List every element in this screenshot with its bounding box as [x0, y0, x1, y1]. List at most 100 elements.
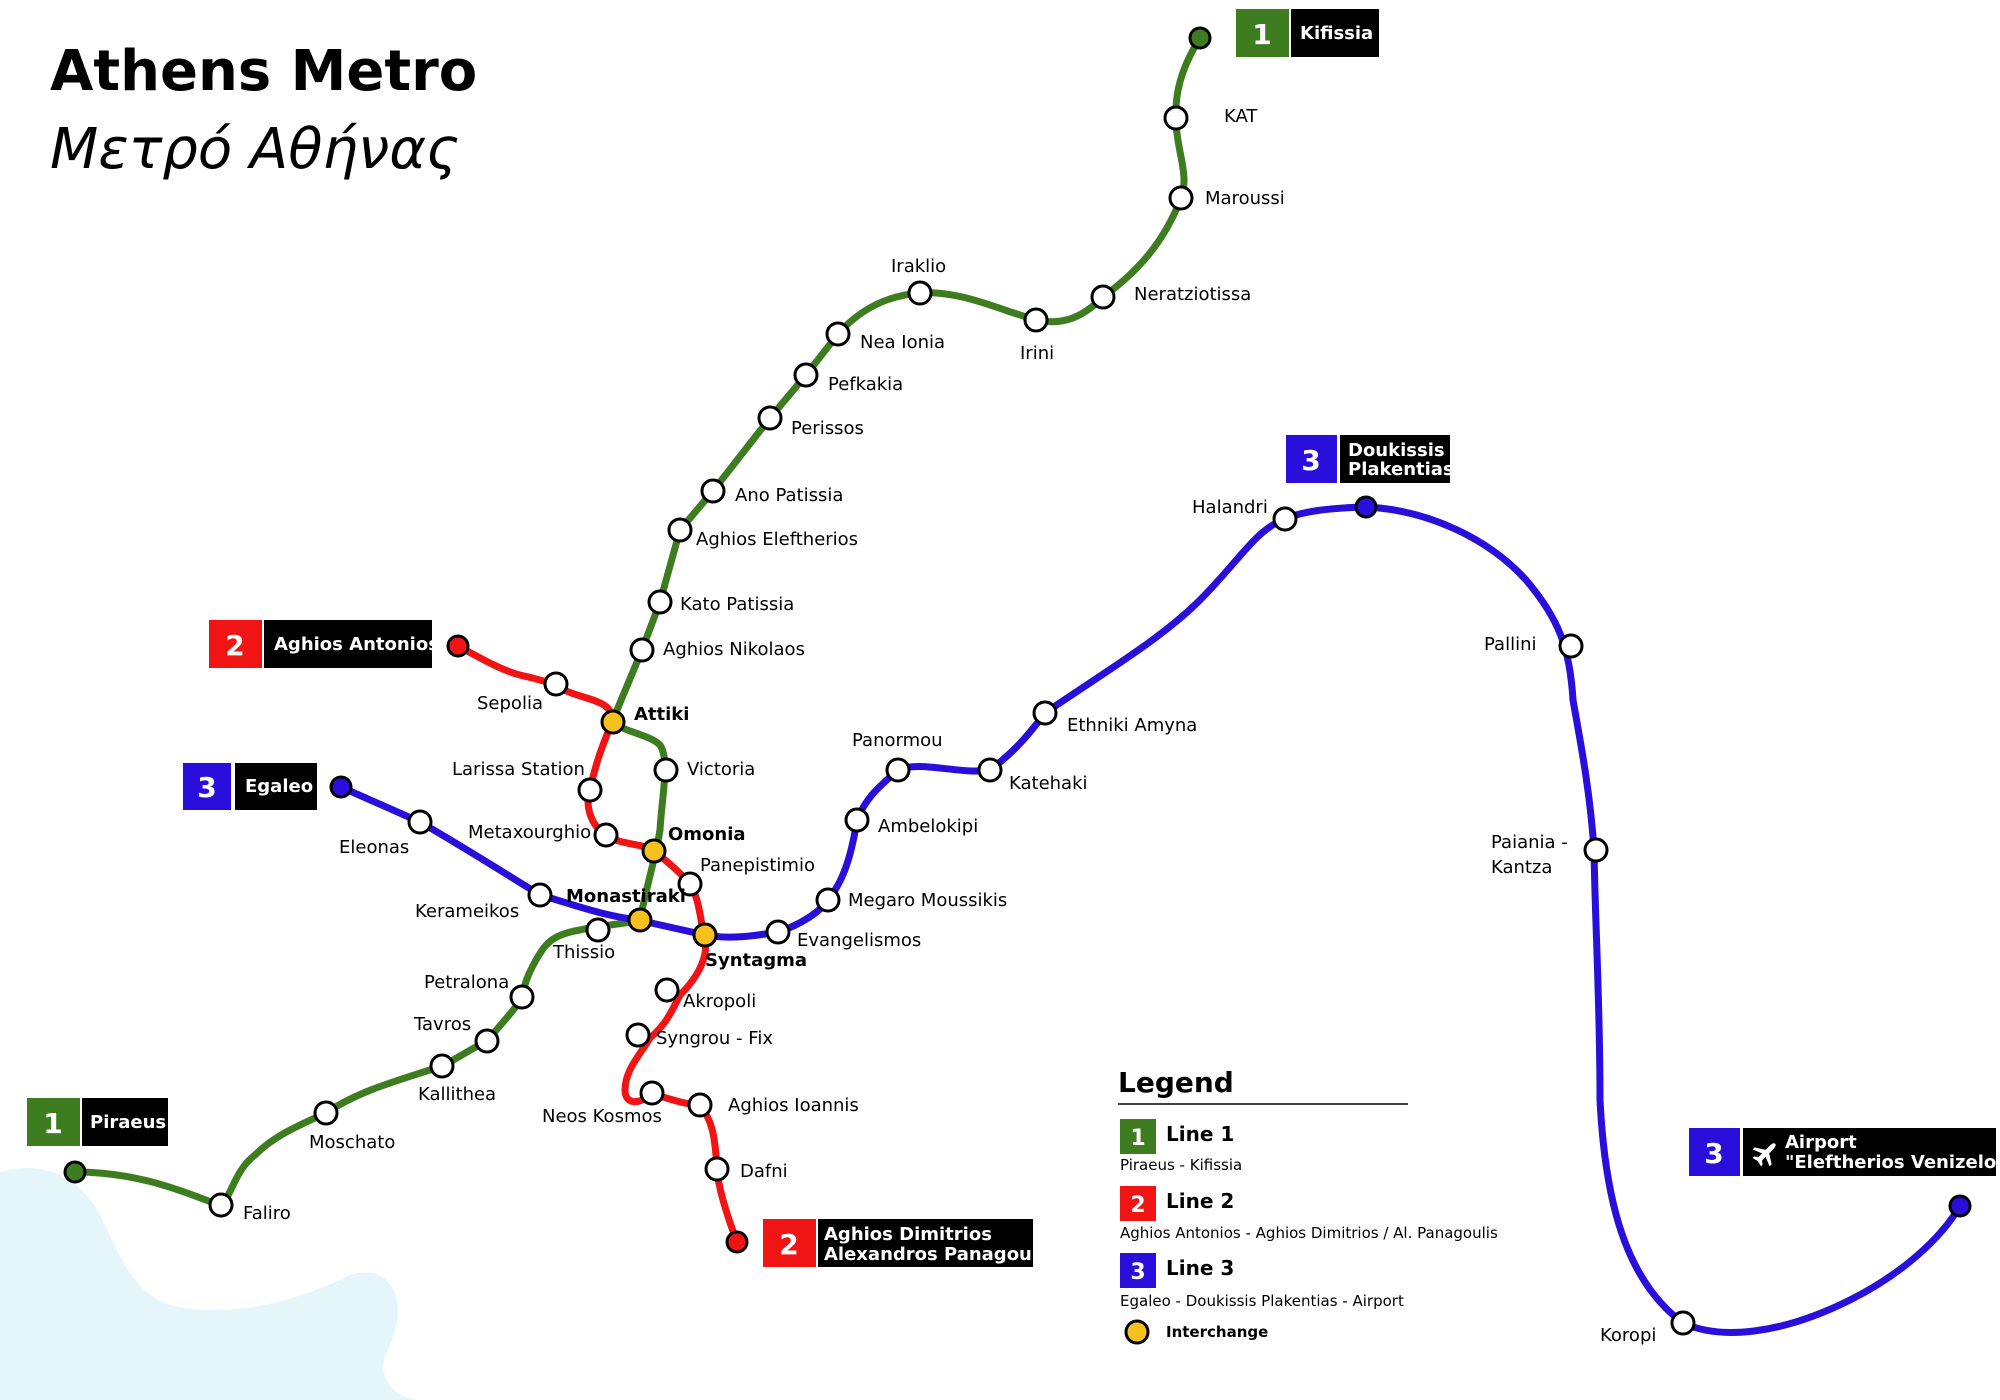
- label-victoria: Victoria: [687, 759, 755, 780]
- station-aghios-ioannis[interactable]: [687, 1092, 713, 1118]
- label-neos-kosmos: Neos Kosmos: [542, 1106, 662, 1127]
- station-koropi[interactable]: [1670, 1310, 1696, 1336]
- station-larissa[interactable]: [577, 777, 603, 803]
- station-megaro-moussikis[interactable]: [815, 887, 841, 913]
- svg-text:Egaleo: Egaleo: [245, 776, 313, 797]
- label-faliro: Faliro: [243, 1203, 291, 1224]
- svg-text:Aghios Antonios - Aghios Dimit: Aghios Antonios - Aghios Dimitrios / Al.…: [1120, 1224, 1498, 1242]
- station-katehaki[interactable]: [977, 757, 1003, 783]
- station-kato-patissia[interactable]: [647, 589, 673, 615]
- station-victoria[interactable]: [653, 757, 679, 783]
- station-tavros[interactable]: [474, 1028, 500, 1054]
- label-attiki: Attiki: [634, 704, 689, 725]
- terminus-aghios-antonios: 2 Aghios Antonios: [209, 620, 439, 668]
- interchange-syntagma[interactable]: [692, 922, 718, 948]
- label-syntagma: Syntagma: [705, 950, 807, 971]
- station-moschato[interactable]: [313, 1100, 339, 1126]
- label-ano-patissia: Ano Patissia: [735, 485, 843, 506]
- label-sepolia: Sepolia: [477, 693, 543, 714]
- station-pefkakia[interactable]: [793, 362, 819, 388]
- svg-text:Egaleo - Doukissis Plakentias: Egaleo - Doukissis Plakentias - Airport: [1120, 1292, 1404, 1310]
- interchanges: [600, 709, 718, 948]
- station-piraeus[interactable]: [63, 1160, 87, 1184]
- label-halandri: Halandri: [1192, 497, 1268, 518]
- svg-text:Aghios Antonios: Aghios Antonios: [274, 634, 439, 655]
- station-neos-kosmos[interactable]: [639, 1080, 665, 1106]
- svg-text:2: 2: [225, 629, 244, 662]
- station-eleonas[interactable]: [407, 809, 433, 835]
- station-maroussi[interactable]: [1168, 185, 1194, 211]
- label-iraklio: Iraklio: [891, 256, 946, 277]
- station-iraklio[interactable]: [907, 280, 933, 306]
- svg-text:3: 3: [197, 771, 216, 804]
- station-akropoli[interactable]: [654, 977, 680, 1003]
- station-airport[interactable]: [1948, 1194, 1972, 1218]
- svg-text:Line 1: Line 1: [1166, 1122, 1234, 1146]
- station-sepolia[interactable]: [543, 671, 569, 697]
- station-kerameikos[interactable]: [527, 882, 553, 908]
- label-pefkakia: Pefkakia: [828, 374, 903, 395]
- station-pallini[interactable]: [1558, 633, 1584, 659]
- svg-text:Interchange: Interchange: [1166, 1323, 1268, 1341]
- station-halandri[interactable]: [1272, 506, 1298, 532]
- station-evangelismos[interactable]: [765, 919, 791, 945]
- station-kallithea[interactable]: [429, 1053, 455, 1079]
- svg-text:1: 1: [43, 1107, 62, 1140]
- legend-item-line-2: 2 Line 2 Aghios Antonios - Aghios Dimitr…: [1120, 1186, 1498, 1242]
- label-moschato: Moschato: [309, 1132, 395, 1153]
- svg-text:Plakentias: Plakentias: [1348, 459, 1454, 480]
- station-irini[interactable]: [1023, 307, 1049, 333]
- line-2-stations: [446, 634, 749, 1254]
- station-ambelokipi[interactable]: [844, 807, 870, 833]
- label-larissa: Larissa Station: [452, 759, 585, 780]
- station-syngrou-fix[interactable]: [625, 1022, 651, 1048]
- legend: Legend 1 Line 1 Piraeus - Kifissia 2 Lin…: [1118, 1066, 1498, 1345]
- interchange-omonia[interactable]: [641, 838, 667, 864]
- svg-text:Piraeus: Piraeus: [90, 1112, 166, 1133]
- station-nea-ionia[interactable]: [825, 321, 851, 347]
- legend-item-line-1: 1 Line 1 Piraeus - Kifissia: [1120, 1119, 1242, 1174]
- label-tavros: Tavros: [413, 1014, 471, 1035]
- station-panormou[interactable]: [885, 757, 911, 783]
- label-panormou: Panormou: [852, 730, 943, 751]
- station-thissio[interactable]: [585, 917, 611, 943]
- station-metaxourghio[interactable]: [593, 822, 619, 848]
- label-monastiraki: Monastiraki: [566, 886, 686, 907]
- station-aghios-nikolaos[interactable]: [629, 637, 655, 663]
- station-neratziotissa[interactable]: [1090, 284, 1116, 310]
- station-doukissis[interactable]: [1354, 495, 1378, 519]
- label-kat: KAT: [1224, 106, 1258, 127]
- station-egaleo[interactable]: [329, 775, 353, 799]
- legend-heading: Legend: [1118, 1066, 1234, 1099]
- label-thissio: Thissio: [552, 942, 615, 963]
- station-aghios-dimitrios[interactable]: [725, 1230, 749, 1254]
- label-aghios-nikolaos: Aghios Nikolaos: [663, 639, 805, 660]
- airplane-icon: [1752, 1143, 1776, 1167]
- label-syngrou-fix: Syngrou - Fix: [656, 1028, 773, 1049]
- station-kat[interactable]: [1163, 105, 1189, 131]
- station-dafni[interactable]: [704, 1156, 730, 1182]
- sea-area: [0, 1167, 420, 1400]
- station-petralona[interactable]: [509, 984, 535, 1010]
- label-aghios-eleftherios: Aghios Eleftherios: [696, 529, 858, 550]
- station-paiania-kantza[interactable]: [1583, 837, 1609, 863]
- station-ethniki-amyna[interactable]: [1032, 700, 1058, 726]
- label-kerameikos: Kerameikos: [415, 901, 519, 922]
- svg-text:Alexandros Panagoulis: Alexandros Panagoulis: [824, 1244, 1055, 1265]
- station-panepistimio[interactable]: [677, 871, 703, 897]
- interchange-attiki[interactable]: [600, 709, 626, 735]
- svg-text:3: 3: [1704, 1137, 1723, 1170]
- svg-text:Airport: Airport: [1785, 1132, 1857, 1153]
- interchange-monastiraki[interactable]: [627, 907, 653, 933]
- station-kifissia[interactable]: [1188, 26, 1212, 50]
- station-aghios-eleftherios[interactable]: [667, 517, 693, 543]
- svg-text:Kifissia: Kifissia: [1300, 23, 1373, 44]
- svg-text:2: 2: [779, 1228, 798, 1261]
- svg-text:Piraeus - Kifissia: Piraeus - Kifissia: [1120, 1156, 1242, 1174]
- map-title-greek: Μετρό Αθήνας: [50, 117, 459, 182]
- station-ano-patissia[interactable]: [700, 478, 726, 504]
- label-koropi: Koropi: [1600, 1325, 1656, 1346]
- station-faliro[interactable]: [208, 1192, 234, 1218]
- station-aghios-antonios[interactable]: [446, 634, 470, 658]
- station-perissos[interactable]: [757, 405, 783, 431]
